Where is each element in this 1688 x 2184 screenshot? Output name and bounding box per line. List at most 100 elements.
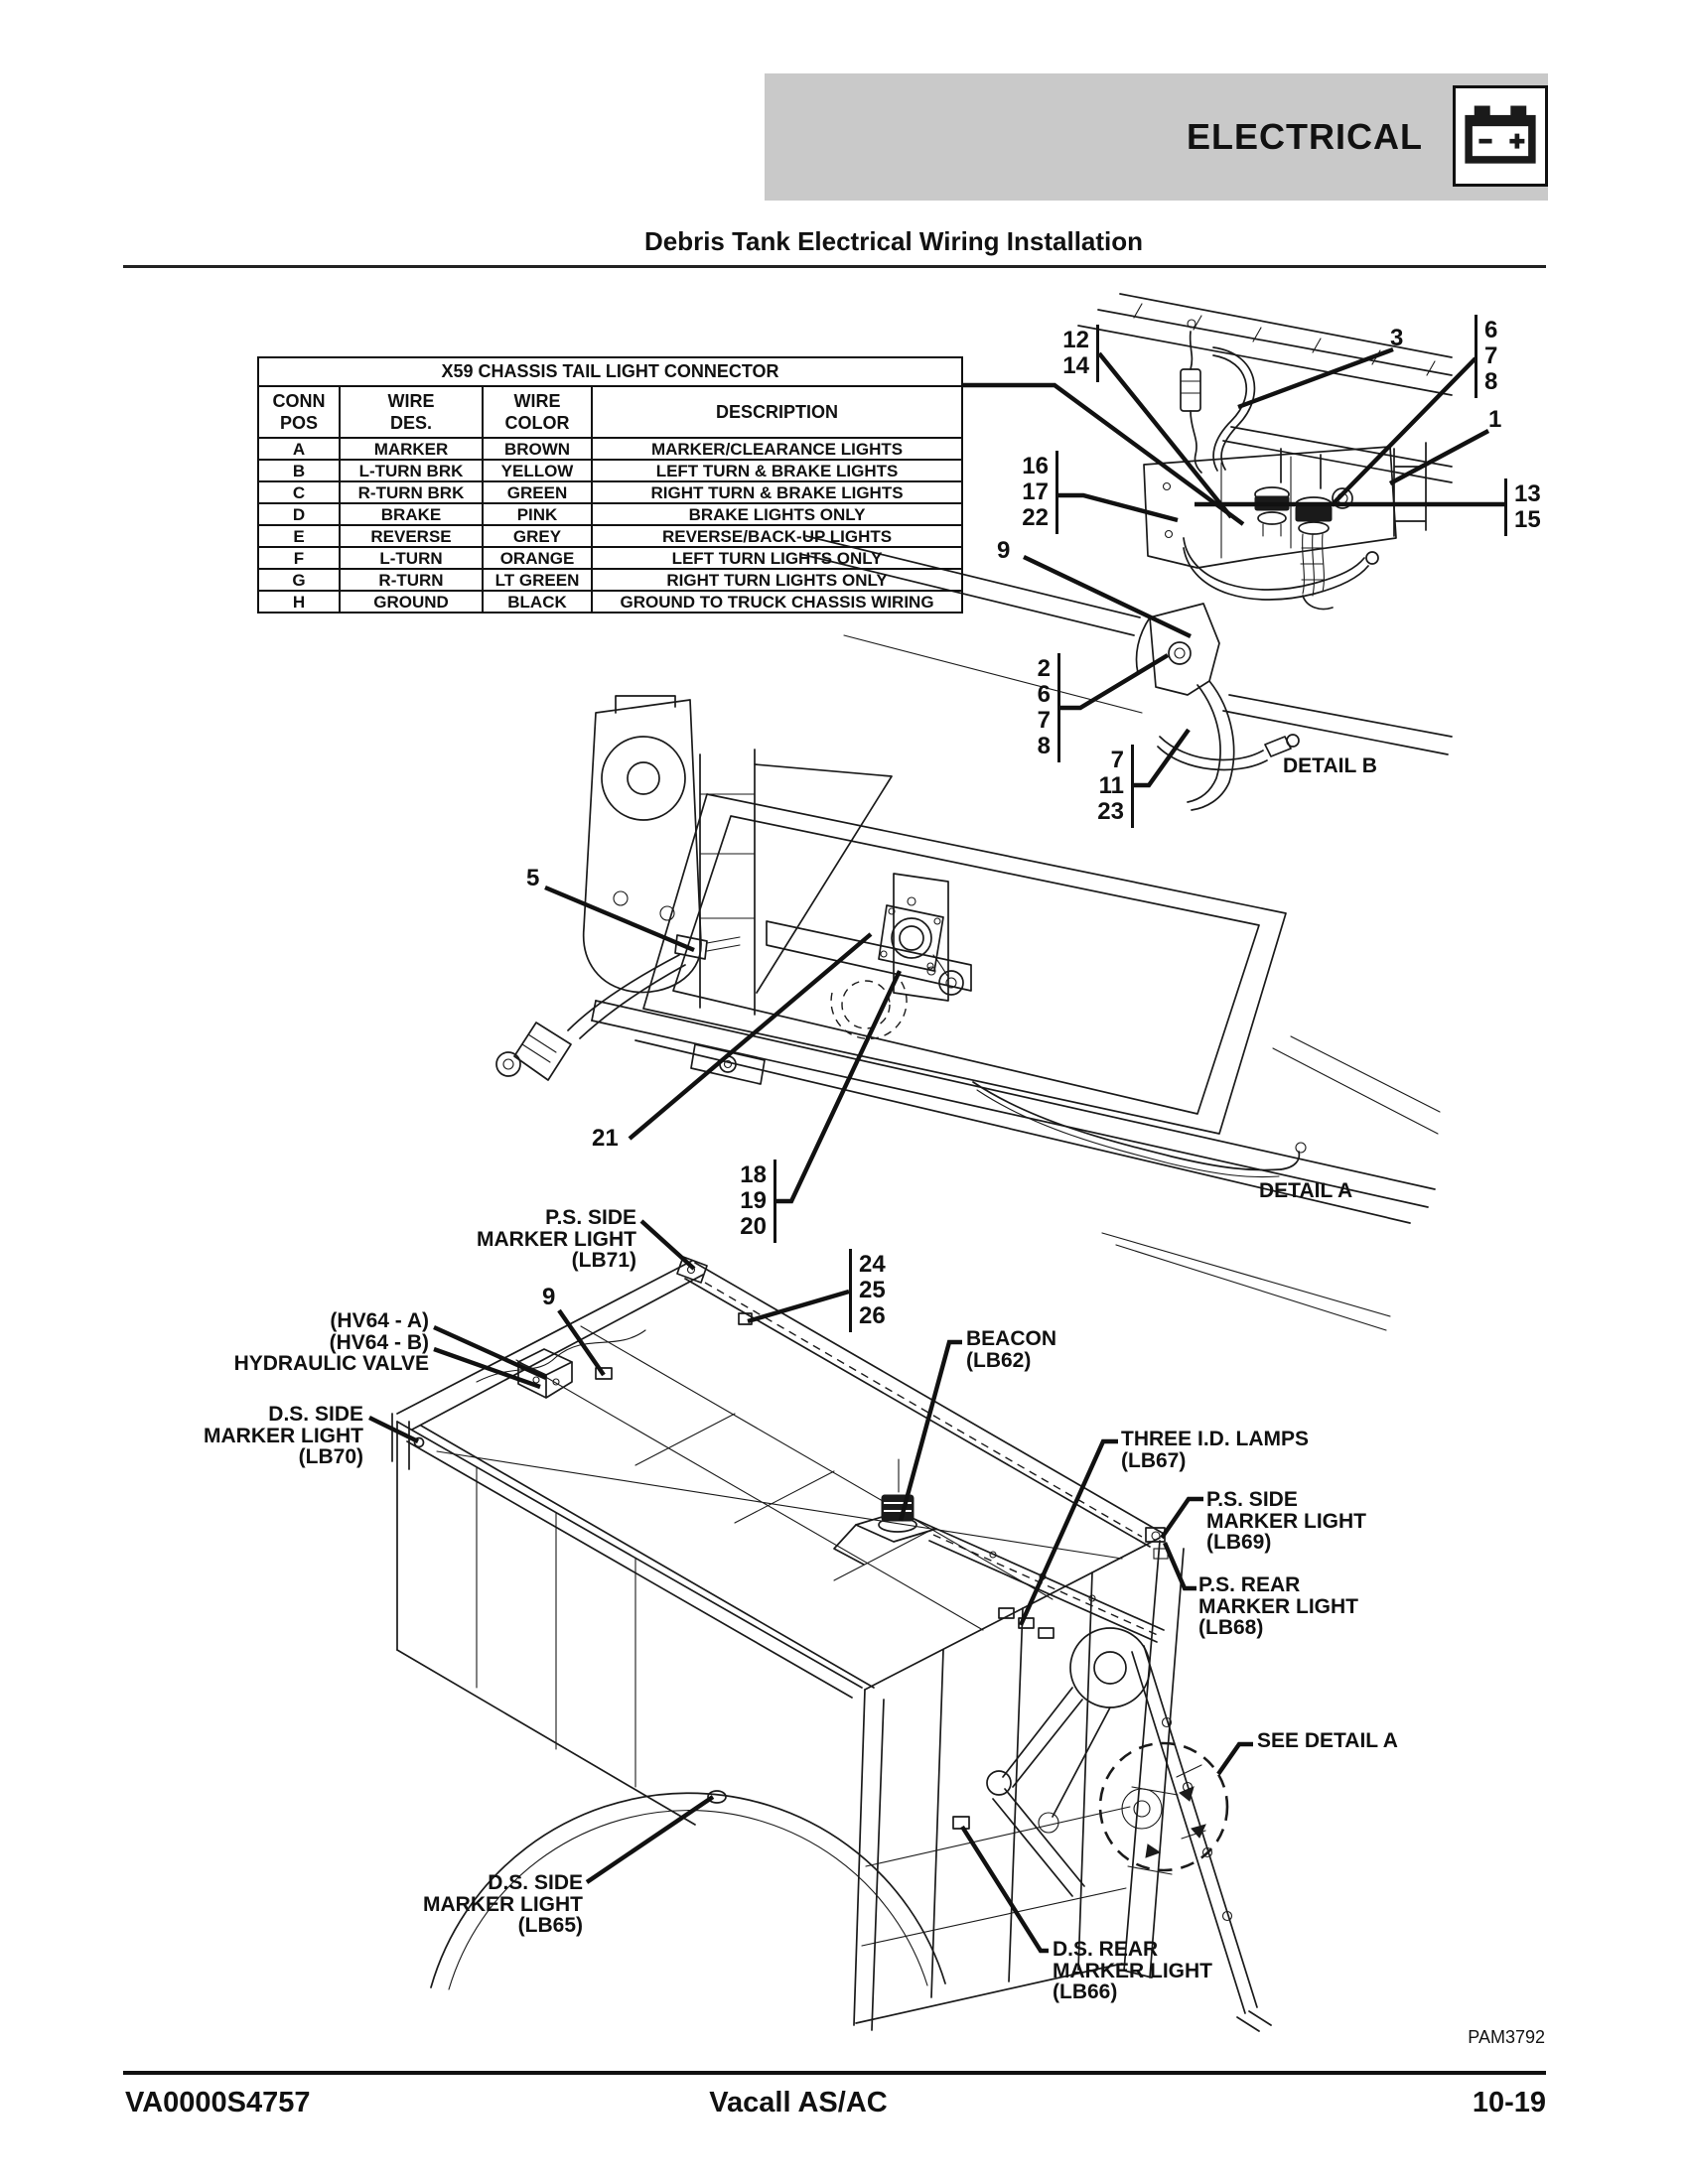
- label-hydraulic-valve-hv64: (HV64 - A) (HV64 - B) HYDRAULIC VALVE: [233, 1309, 429, 1375]
- cell-wire-color: GREEN: [482, 480, 593, 504]
- label-ps-rear-marker-lb68: P.S. REAR MARKER LIGHT (LB68): [1198, 1573, 1358, 1639]
- callout-number: 23: [1097, 798, 1124, 825]
- cell-description: LEFT TURN LIGHTS ONLY: [590, 546, 964, 570]
- cell-description: MARKER/CLEARANCE LIGHTS: [590, 437, 964, 461]
- callout-number: 8: [1484, 368, 1498, 395]
- battery-icon: [1453, 85, 1548, 187]
- cell-wire-color: PINK: [482, 502, 593, 526]
- figure-code: PAM3792: [1468, 2027, 1545, 2047]
- cell-wire-color: YELLOW: [482, 459, 593, 482]
- cell-wire-des: R-TURN: [339, 568, 484, 592]
- cell-conn-pos: B: [257, 459, 341, 482]
- footer-document-number: VA0000S4757: [125, 2087, 311, 2118]
- cell-wire-des: REVERSE: [339, 524, 484, 548]
- cell-wire-color: BLACK: [482, 590, 593, 614]
- connector-table-body: A MARKER BROWN MARKER/CLEARANCE LIGHTS B…: [257, 437, 964, 614]
- title-rule: [123, 265, 1546, 268]
- callout-number: 11: [1098, 772, 1124, 799]
- label-beacon-lb62: BEACON (LB62): [966, 1327, 1057, 1372]
- connector-table-title-row: X59 CHASSIS TAIL LIGHT CONNECTOR: [256, 356, 964, 387]
- table-row: A MARKER BROWN MARKER/CLEARANCE LIGHTS: [257, 437, 964, 461]
- label-ds-side-marker-lb65: D.S. SIDE MARKER LIGHT (LB65): [423, 1871, 583, 1937]
- callout-number: 5: [526, 865, 540, 891]
- cell-description: REVERSE/BACK-UP LIGHTS: [590, 524, 964, 548]
- table-row: G R-TURN LT GREEN RIGHT TURN LIGHTS ONLY: [257, 568, 964, 592]
- table-row: E REVERSE GREY REVERSE/BACK-UP LIGHTS: [257, 524, 964, 548]
- callout-number: 13: [1514, 480, 1541, 507]
- callout-9-tank: 9: [542, 1285, 555, 1310]
- callout-number: 17: [1022, 478, 1049, 505]
- callout-3: 3: [1390, 326, 1403, 351]
- label-three-id-lamps-lb67: THREE I.D. LAMPS (LB67): [1121, 1428, 1310, 1472]
- callout-number: 7: [1484, 342, 1498, 369]
- table-row: F L-TURN ORANGE LEFT TURN LIGHTS ONLY: [257, 546, 964, 570]
- cell-conn-pos: E: [257, 524, 341, 548]
- label-ps-side-marker-lb71: P.S. SIDE MARKER LIGHT (LB71): [477, 1206, 636, 1272]
- callout-number: 21: [592, 1125, 619, 1152]
- callout-number: 24: [859, 1251, 886, 1278]
- table-row: B L-TURN BRK YELLOW LEFT TURN & BRAKE LI…: [257, 459, 964, 482]
- battery-icon-glyph: [1465, 105, 1536, 164]
- cell-wire-color: ORANGE: [482, 546, 593, 570]
- cell-wire-des: R-TURN BRK: [339, 480, 484, 504]
- callout-number: 15: [1514, 506, 1541, 533]
- callout-number: 7: [1110, 747, 1124, 773]
- column-header: WIRE DES.: [339, 385, 484, 439]
- callout-number: 6: [1484, 317, 1498, 343]
- cell-wire-des: L-TURN BRK: [339, 459, 484, 482]
- callout-1: 1: [1488, 407, 1501, 433]
- cell-description: BRAKE LIGHTS ONLY: [590, 502, 964, 526]
- table-row: H GROUND BLACK GROUND TO TRUCK CHASSIS W…: [257, 590, 964, 614]
- cell-wire-des: BRAKE: [339, 502, 484, 526]
- cell-description: RIGHT TURN LIGHTS ONLY: [590, 568, 964, 592]
- callout-number: 8: [1037, 733, 1051, 759]
- cell-wire-color: GREY: [482, 524, 593, 548]
- section-banner-title: ELECTRICAL: [1187, 116, 1423, 157]
- callout-number: 9: [542, 1284, 556, 1310]
- section-banner: [765, 73, 1548, 201]
- cell-conn-pos: G: [257, 568, 341, 592]
- label-detail-b: DETAIL B: [1283, 754, 1377, 777]
- table-row: C R-TURN BRK GREEN RIGHT TURN & BRAKE LI…: [257, 480, 964, 504]
- cell-wire-des: MARKER: [339, 437, 484, 461]
- cell-description: LEFT TURN & BRAKE LIGHTS: [590, 459, 964, 482]
- callout-21: 21: [592, 1126, 619, 1152]
- column-header: WIRE COLOR: [482, 385, 593, 439]
- cell-wire-des: GROUND: [339, 590, 484, 614]
- cell-conn-pos: F: [257, 546, 341, 570]
- callout-number: 9: [997, 537, 1011, 564]
- callout-number: 19: [740, 1187, 767, 1214]
- callout-number: 12: [1062, 327, 1089, 353]
- cell-conn-pos: H: [257, 590, 341, 614]
- column-header: CONN POS: [257, 385, 341, 439]
- cell-conn-pos: A: [257, 437, 341, 461]
- footer-page-number: 10-19: [1472, 2087, 1546, 2118]
- callout-9-rail: 9: [997, 538, 1010, 564]
- page-footer: VA0000S4757 Vacall AS/AC 10-19: [123, 2087, 1546, 2120]
- label-ds-side-marker-lb70: D.S. SIDE MARKER LIGHT (LB70): [204, 1403, 363, 1468]
- callout-number: 2: [1037, 655, 1051, 682]
- label-ps-side-marker-lb69: P.S. SIDE MARKER LIGHT (LB69): [1206, 1488, 1366, 1554]
- column-header: DESCRIPTION: [590, 385, 964, 439]
- cell-conn-pos: D: [257, 502, 341, 526]
- table-row: D BRAKE PINK BRAKE LIGHTS ONLY: [257, 502, 964, 526]
- cell-wire-des: L-TURN: [339, 546, 484, 570]
- callout-number: 16: [1022, 453, 1049, 479]
- callout-number: 14: [1062, 352, 1089, 379]
- cell-conn-pos: C: [257, 480, 341, 504]
- connector-table: X59 CHASSIS TAIL LIGHT CONNECTOR CONN PO…: [256, 356, 964, 614]
- cell-description: GROUND TO TRUCK CHASSIS WIRING: [590, 590, 964, 614]
- callout-number: 20: [740, 1213, 767, 1240]
- cell-wire-color: LT GREEN: [482, 568, 593, 592]
- callout-number: 26: [859, 1302, 886, 1329]
